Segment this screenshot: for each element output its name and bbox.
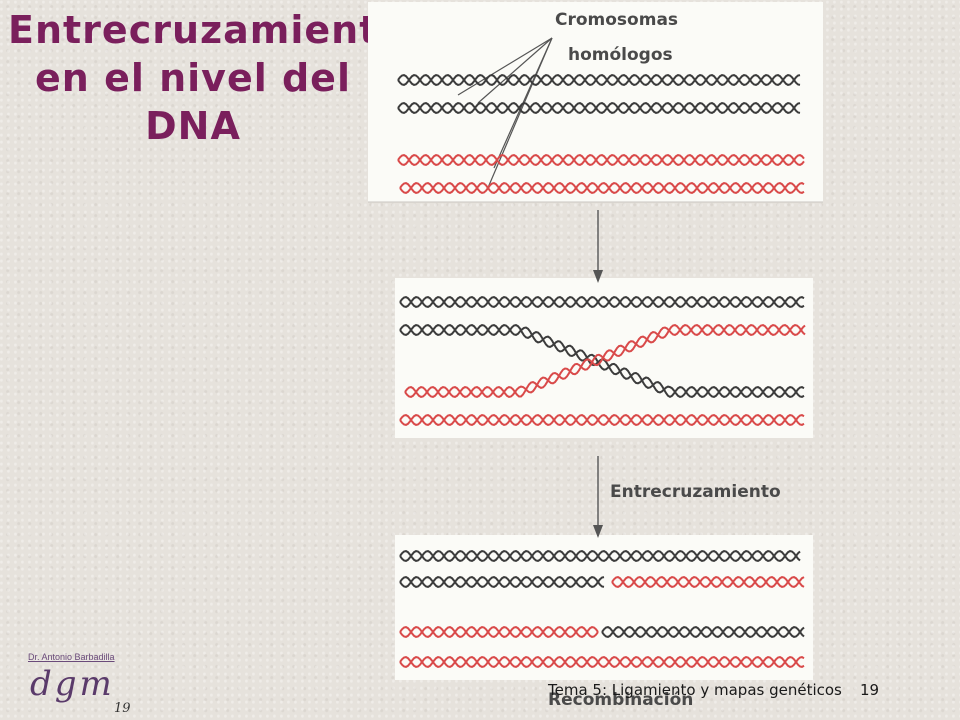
helix-red-strand-crossing [404, 324, 806, 398]
helix-dark-strand [399, 296, 805, 308]
helix-red-strand [399, 414, 805, 426]
helix-red-strand [611, 576, 805, 588]
slide-title: Entrecruzamiento en el nivel del DNA [8, 6, 406, 150]
helix-dark-strand [397, 102, 801, 114]
helix-red-strand [399, 656, 805, 668]
helix-red-strand [399, 182, 805, 194]
helix-red-strand-crossing [404, 324, 806, 398]
dna-helices [397, 74, 806, 668]
arrow-down-icon [593, 210, 603, 283]
helix-dark-strand [397, 74, 801, 86]
helix-dark-strand-crossing [399, 324, 805, 399]
helix-dark-strand [601, 626, 805, 638]
helix-red-strand [399, 656, 805, 668]
helix-dark-strand [397, 74, 801, 86]
helix-dark-strand [399, 550, 801, 562]
label-homologous-line2: homólogos [568, 45, 673, 65]
helix-red-strand [399, 414, 805, 426]
helix-red-strand [399, 182, 805, 194]
author-link[interactable]: Dr. Antonio Barbadilla [28, 652, 115, 662]
footer-topic: Tema 5: Ligamiento y mapas genéticos [548, 681, 842, 699]
title-line-1: Entrecruzamiento [8, 8, 406, 52]
helix-dark-strand [399, 296, 805, 308]
title-line-3: DNA [145, 104, 241, 148]
pointer-lines [457, 37, 553, 191]
helix-dark-strand [399, 576, 605, 588]
helix-dark-strand [397, 102, 801, 114]
helix-red-strand [397, 154, 805, 166]
helix-red-strand [611, 576, 805, 588]
helix-red-strand [397, 154, 805, 166]
logo-number: 19 [114, 701, 131, 716]
helix-dark-strand [601, 626, 805, 638]
helix-dark-strand [399, 550, 801, 562]
dgm-logo: dgm [30, 664, 115, 704]
arrow-down-icon [593, 456, 603, 538]
helix-dark-strand [399, 576, 605, 588]
label-crossover: Entrecruzamiento [610, 482, 781, 502]
page-number: 19 [860, 681, 880, 699]
title-line-2: en el nivel del [35, 56, 351, 100]
label-recombination: Recombinación [548, 690, 693, 710]
helix-red-strand [399, 626, 599, 638]
label-homologous-line1: Cromosomas [555, 10, 678, 30]
panel-homologous-chromosomes [368, 2, 823, 202]
